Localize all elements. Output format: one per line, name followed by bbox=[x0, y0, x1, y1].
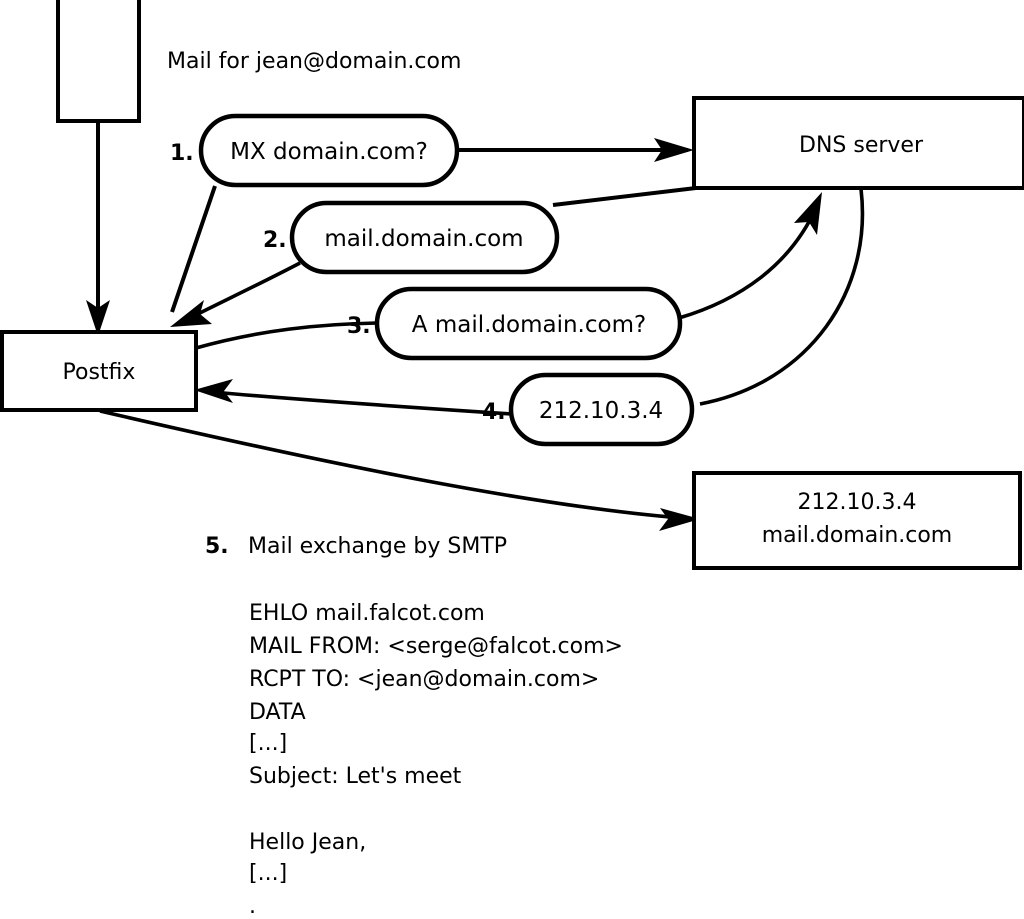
node-mail-server-host: mail.domain.com bbox=[762, 523, 953, 548]
step-1: 1. MX domain.com? bbox=[170, 113, 460, 188]
step-5-number: 5. bbox=[205, 534, 229, 559]
transcript-line: RCPT TO: <jean@domain.com> bbox=[249, 667, 599, 692]
connector-step1-query bbox=[170, 138, 694, 313]
step-3-pill bbox=[374, 286, 683, 361]
node-postfix: Postfix bbox=[0, 330, 198, 412]
node-dns-server: DNS server bbox=[692, 96, 1024, 190]
step-4-number: 4. bbox=[482, 400, 506, 425]
connector-step5-smtp bbox=[99, 409, 700, 531]
node-mail-server-ip: 212.10.3.4 bbox=[798, 490, 917, 515]
node-client-box bbox=[56, 0, 141, 123]
connector-step3-query bbox=[195, 192, 822, 350]
step-3-label: A mail.domain.com? bbox=[412, 312, 646, 338]
transcript-line: [...] bbox=[249, 731, 287, 756]
connector-client-to-postfix bbox=[86, 121, 110, 336]
step-2-pill bbox=[289, 200, 560, 275]
connector-step2-response bbox=[170, 186, 697, 327]
step-2-number: 2. bbox=[263, 228, 287, 253]
transcript-line: Hello Jean, bbox=[249, 830, 366, 855]
transcript-line: Subject: Let's meet bbox=[249, 764, 462, 789]
step-5-label: Mail exchange by SMTP bbox=[248, 534, 507, 559]
transcript-line: . bbox=[249, 894, 256, 919]
step-4-pill bbox=[508, 372, 695, 447]
step-4: 4. 212.10.3.4 bbox=[482, 372, 695, 447]
transcript-line: [...] bbox=[249, 861, 287, 886]
step-1-label: MX domain.com? bbox=[230, 139, 428, 165]
step-3: 3. A mail.domain.com? bbox=[347, 286, 683, 361]
step-3-number: 3. bbox=[347, 314, 371, 339]
node-dns-server-label: DNS server bbox=[799, 133, 924, 158]
step-1-number: 1. bbox=[170, 141, 194, 166]
transcript-line: DATA bbox=[249, 700, 306, 725]
node-postfix-label: Postfix bbox=[63, 360, 136, 385]
step-2: 2. mail.domain.com bbox=[263, 200, 560, 275]
transcript-line: MAIL FROM: <serge@falcot.com> bbox=[249, 634, 623, 659]
node-mail-server: 212.10.3.4 mail.domain.com bbox=[692, 471, 1022, 570]
smtp-transcript: EHLO mail.falcot.com MAIL FROM: <serge@f… bbox=[249, 601, 623, 919]
step-1-pill bbox=[198, 113, 460, 188]
step-4-label: 212.10.3.4 bbox=[539, 398, 663, 424]
page-title: Mail for jean@domain.com bbox=[167, 49, 461, 74]
step-5: 5. Mail exchange by SMTP bbox=[205, 534, 507, 559]
connector-step4-response bbox=[194, 188, 865, 416]
transcript-line: EHLO mail.falcot.com bbox=[249, 601, 485, 626]
step-2-label: mail.domain.com bbox=[324, 226, 523, 252]
